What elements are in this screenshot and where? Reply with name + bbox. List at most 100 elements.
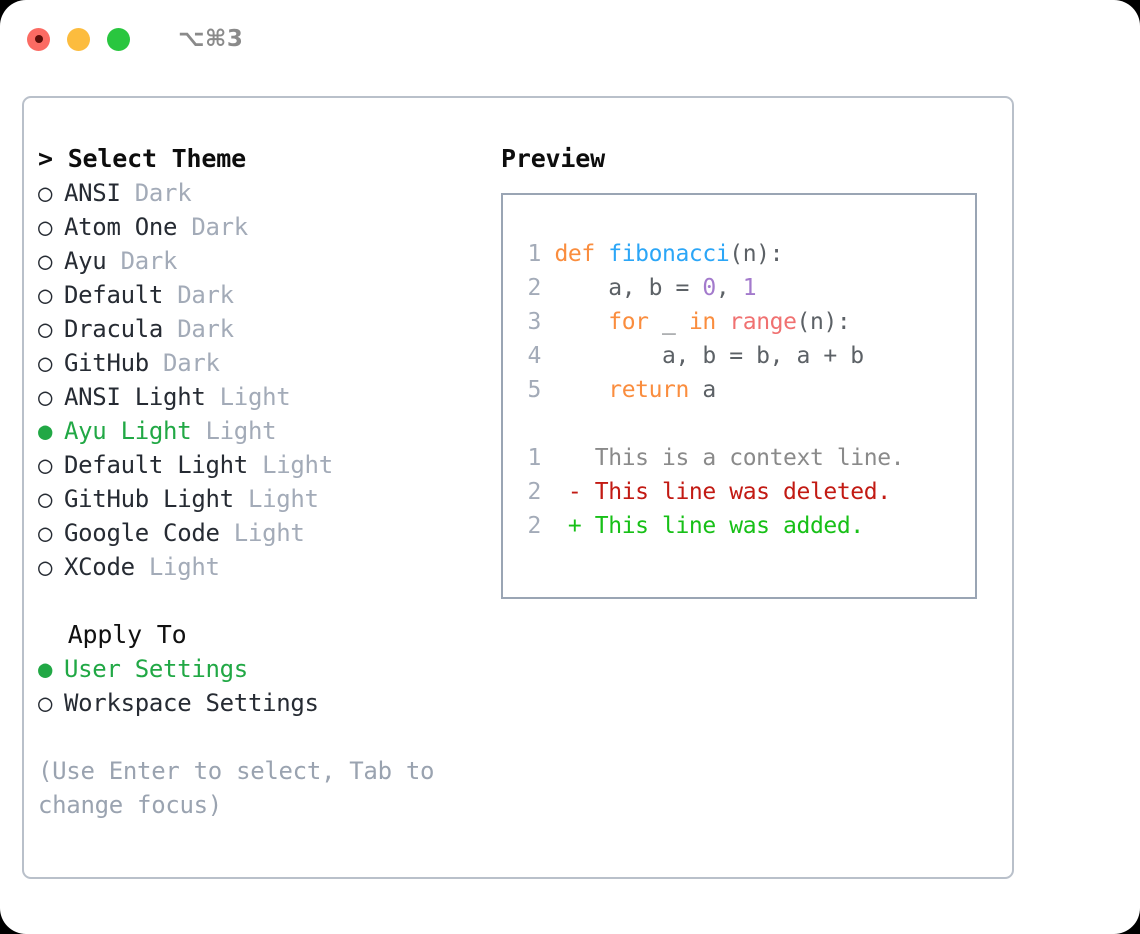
option-label: ANSI bbox=[64, 179, 121, 207]
diff-marker bbox=[541, 445, 595, 471]
code-line: 2 a, b = 0, 1 bbox=[521, 271, 975, 305]
gutter-gap bbox=[541, 275, 554, 301]
theme-option-9[interactable]: ○Default Light Light bbox=[38, 448, 498, 482]
option-variant-tag: Dark bbox=[177, 213, 248, 241]
keyboard-hint-text: (Use Enter to select, Tab to change focu… bbox=[38, 757, 449, 819]
option-label: GitHub Light bbox=[64, 485, 234, 513]
option-label: Dracula bbox=[64, 315, 164, 343]
theme-option-7[interactable]: ○ ANSI Light Light bbox=[38, 380, 498, 414]
option-label: Ayu Light bbox=[64, 417, 192, 445]
code-token: fibonacci bbox=[608, 241, 730, 267]
radio-unselected-icon: ○ bbox=[38, 247, 53, 275]
theme-option-10[interactable]: ○ GitHub Light Light bbox=[38, 482, 498, 516]
option-label: User Settings bbox=[64, 655, 248, 683]
theme-option-4[interactable]: ○Default Dark bbox=[38, 278, 498, 312]
maximize-button[interactable] bbox=[107, 27, 130, 51]
diff-marker: + bbox=[541, 513, 595, 539]
line-number: 2 bbox=[527, 513, 542, 539]
close-button[interactable] bbox=[27, 27, 50, 51]
option-label: Default Light bbox=[64, 451, 248, 479]
option-variant-tag: Light bbox=[233, 485, 319, 513]
option-variant-tag: Dark bbox=[106, 247, 178, 275]
radio-selected-icon: ● bbox=[38, 655, 53, 683]
code-token: (n): bbox=[729, 241, 784, 267]
code-token: for bbox=[608, 309, 649, 335]
option-variant-tag: Dark bbox=[163, 315, 234, 343]
title-bar: ⌥⌘3 bbox=[0, 0, 1140, 78]
theme-option-2[interactable]: ○ Atom One Dark bbox=[38, 210, 498, 244]
apply-option-2[interactable]: ○Workspace Settings bbox=[38, 686, 498, 720]
code-token: 1 bbox=[742, 275, 757, 301]
line-number: 5 bbox=[527, 377, 542, 403]
option-label: XCode bbox=[64, 553, 135, 581]
code-token: return bbox=[608, 377, 689, 403]
theme-option-8[interactable]: ● Ayu Light Light bbox=[38, 414, 498, 448]
gutter-gap bbox=[541, 343, 554, 369]
minimize-button[interactable] bbox=[67, 27, 90, 51]
right-column: Preview 1 def fibonacci(n):2 a, b = 0, 1… bbox=[501, 142, 1001, 599]
option-label: ANSI Light bbox=[64, 383, 206, 411]
code-blank-line bbox=[521, 407, 975, 441]
line-number: 1 bbox=[527, 241, 542, 267]
option-variant-tag: Light bbox=[219, 519, 305, 547]
content-panel: > Select Theme ○ANSI Dark○Atom One Dark○… bbox=[22, 96, 1014, 879]
option-label: GitHub bbox=[64, 349, 149, 377]
option-label: Workspace Settings bbox=[64, 689, 319, 717]
preview-title: Preview bbox=[501, 144, 605, 173]
option-label: Atom One bbox=[64, 213, 178, 241]
theme-option-11[interactable]: ○Google Code Light bbox=[38, 516, 498, 550]
code-token bbox=[554, 309, 608, 335]
radio-unselected-icon: ○ bbox=[38, 349, 53, 377]
select-theme-header: > Select Theme bbox=[38, 144, 246, 173]
theme-option-list[interactable]: ○ANSI Dark○Atom One Dark○Ayu Dark○Defaul… bbox=[38, 176, 498, 584]
option-variant-tag: Dark bbox=[120, 179, 192, 207]
radio-unselected-icon: ○ bbox=[38, 383, 53, 411]
code-token: in bbox=[688, 309, 716, 335]
line-number: 1 bbox=[527, 445, 542, 471]
theme-option-6[interactable]: ○GitHub Dark bbox=[38, 346, 498, 380]
radio-unselected-icon: ○ bbox=[38, 519, 53, 547]
code-token bbox=[716, 309, 729, 335]
apply-to-option-list[interactable]: ● User Settings ○Workspace Settings bbox=[38, 652, 498, 720]
code-line: 1 def fibonacci(n): bbox=[521, 237, 975, 271]
code-line: 3 for _ in range(n): bbox=[521, 305, 975, 339]
theme-option-3[interactable]: ○ Ayu Dark bbox=[38, 244, 498, 278]
radio-unselected-icon: ○ bbox=[38, 281, 53, 309]
gutter-gap bbox=[541, 241, 554, 267]
line-number: 2 bbox=[527, 479, 542, 505]
line-number: 3 bbox=[527, 309, 542, 335]
theme-option-5[interactable]: ○ Dracula Dark bbox=[38, 312, 498, 346]
diff-line: 1 This is a context line. bbox=[521, 441, 975, 475]
code-line: 5 return a bbox=[521, 373, 975, 407]
radio-unselected-icon: ○ bbox=[38, 213, 53, 241]
line-number: 4 bbox=[527, 343, 542, 369]
code-token: a, b = b, a + b bbox=[554, 343, 864, 369]
code-token: , bbox=[715, 275, 743, 301]
option-variant-tag: Light bbox=[247, 451, 333, 479]
window-controls bbox=[27, 27, 130, 51]
gutter-gap bbox=[541, 377, 554, 403]
option-variant-tag: Light bbox=[134, 553, 220, 581]
radio-selected-icon: ● bbox=[38, 417, 53, 445]
code-line: 4 a, b = b, a + b bbox=[521, 339, 975, 373]
line-number: 2 bbox=[527, 275, 542, 301]
option-variant-tag: Light bbox=[191, 417, 277, 445]
code-token: def bbox=[554, 241, 609, 267]
option-label: Ayu bbox=[64, 247, 107, 275]
code-token: range bbox=[729, 309, 797, 335]
left-column: > Select Theme ○ANSI Dark○Atom One Dark○… bbox=[38, 142, 498, 822]
theme-option-12[interactable]: ○XCode Light bbox=[38, 550, 498, 584]
diff-line: 2 - This line was deleted. bbox=[521, 475, 975, 509]
radio-unselected-icon: ○ bbox=[38, 485, 53, 513]
theme-option-1[interactable]: ○ANSI Dark bbox=[38, 176, 498, 210]
radio-unselected-icon: ○ bbox=[38, 315, 53, 343]
diff-text: This is a context line. bbox=[594, 445, 905, 471]
diff-text: This line was deleted. bbox=[594, 479, 891, 505]
apply-option-1[interactable]: ● User Settings bbox=[38, 652, 498, 686]
option-variant-tag: Light bbox=[205, 383, 291, 411]
code-token: (n): bbox=[796, 309, 851, 335]
apply-to-header: Apply To bbox=[38, 620, 187, 649]
